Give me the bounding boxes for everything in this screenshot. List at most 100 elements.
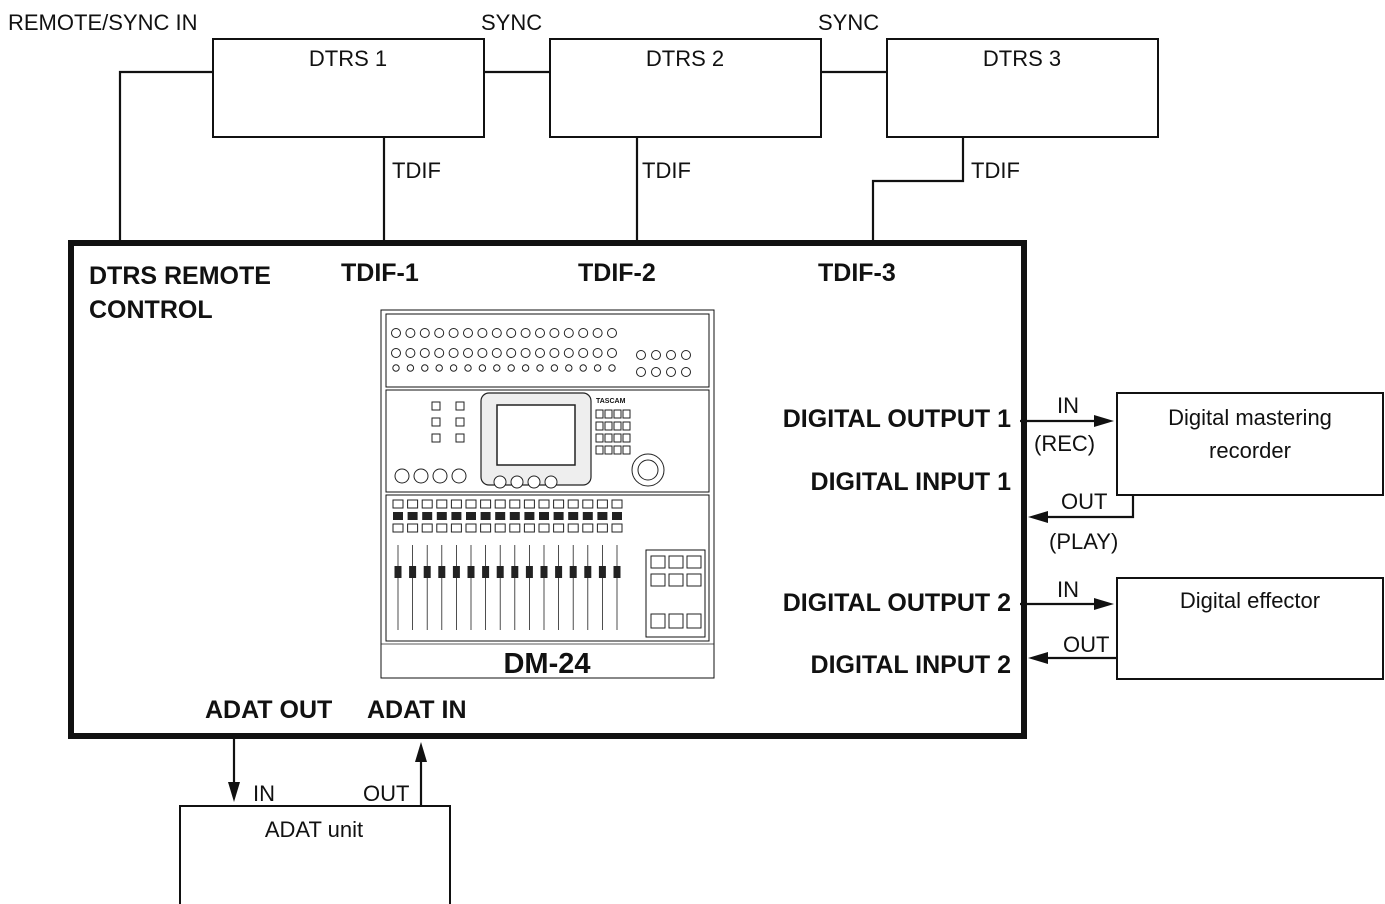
eq-knob	[452, 469, 466, 483]
adat-in-port-label: ADAT IN	[367, 696, 467, 724]
trim-knob	[522, 365, 528, 371]
rec-key	[554, 512, 564, 520]
fader-cap	[438, 566, 445, 578]
output-jack	[637, 368, 646, 377]
sync-label-1: SYNC	[481, 10, 542, 35]
digital-output-2-label: DIGITAL OUTPUT 2	[783, 589, 1011, 617]
xlr-jack	[464, 329, 473, 338]
function-key	[614, 446, 621, 454]
function-key	[596, 446, 603, 454]
play-stop-key	[669, 614, 683, 628]
mute-key	[422, 524, 432, 532]
effector-in-label: IN	[1057, 577, 1079, 602]
section-key	[432, 402, 440, 410]
effector-out-label: OUT	[1063, 632, 1109, 657]
trs-jack	[435, 349, 444, 358]
adat-unit-in-label: IN	[253, 781, 275, 806]
rec-key	[466, 512, 476, 520]
encoder-knob	[511, 476, 523, 488]
mute-key	[539, 524, 549, 532]
brand-mark: TASCAM	[596, 398, 626, 405]
sel-key	[466, 500, 476, 508]
mastering-in-label: IN	[1057, 393, 1079, 418]
function-key	[605, 422, 612, 430]
encoder-knob	[494, 476, 506, 488]
rec-key	[422, 512, 432, 520]
input-strip	[386, 314, 709, 387]
mute-key	[393, 524, 403, 532]
effector-label: Digital effector	[1180, 588, 1320, 613]
section-key	[456, 418, 464, 426]
function-key	[605, 410, 612, 418]
eq-knob	[433, 469, 447, 483]
output-jack	[637, 351, 646, 360]
mute-key	[554, 524, 564, 532]
section-key	[456, 434, 464, 442]
rec-key	[524, 512, 534, 520]
mute-key	[583, 524, 593, 532]
console-model-label: DM-24	[503, 648, 590, 680]
transport-key	[669, 574, 683, 586]
trim-knob	[594, 365, 600, 371]
trs-jack	[507, 349, 516, 358]
output-jack	[682, 368, 691, 377]
tdif-cable-3	[873, 137, 963, 241]
trim-knob	[393, 365, 399, 371]
xlr-jack	[536, 329, 545, 338]
transport-key	[669, 556, 683, 568]
dtrs-remote-label-line1: DTRS REMOTE	[89, 262, 271, 290]
sel-key	[510, 500, 520, 508]
fader-cap	[614, 566, 621, 578]
dtrs3-label: DTRS 3	[983, 46, 1061, 71]
digital-input-2-label: DIGITAL INPUT 2	[811, 651, 1011, 679]
function-key	[614, 422, 621, 430]
sel-key	[495, 500, 505, 508]
mastering-recorder-label-line2: recorder	[1209, 438, 1291, 463]
trs-jack	[478, 349, 487, 358]
dm24-console-illustration: TASCAM DM-24	[381, 310, 714, 680]
trim-knob	[566, 365, 572, 371]
trs-jack	[608, 349, 617, 358]
tdif-label-3: TDIF	[971, 158, 1020, 183]
trim-knob	[436, 365, 442, 371]
rec-key	[539, 512, 549, 520]
mute-key	[612, 524, 622, 532]
trs-jack	[521, 349, 530, 358]
xlr-jack	[564, 329, 573, 338]
trim-knob	[465, 365, 471, 371]
fader-cap	[541, 566, 548, 578]
digital-in-2-arrowhead	[1028, 652, 1048, 664]
transport-key	[687, 556, 701, 568]
mute-key	[510, 524, 520, 532]
trim-knob	[580, 365, 586, 371]
function-key	[623, 446, 630, 454]
tdif1-port-label: TDIF-1	[341, 259, 419, 287]
digital-in-1-arrowhead	[1028, 511, 1048, 523]
rec-key	[495, 512, 505, 520]
play-stop-key	[687, 614, 701, 628]
fader-cap	[497, 566, 504, 578]
trim-knob	[479, 365, 485, 371]
rec-key	[393, 512, 403, 520]
adat-unit-label: ADAT unit	[265, 817, 363, 842]
trim-knob	[537, 365, 543, 371]
sel-key	[451, 500, 461, 508]
function-key	[614, 434, 621, 442]
rec-key	[612, 512, 622, 520]
transport-key	[651, 574, 665, 586]
output-jack	[652, 368, 661, 377]
dtrs-remote-label-line2: CONTROL	[89, 296, 213, 324]
fader-cap	[511, 566, 518, 578]
mute-key	[524, 524, 534, 532]
sel-key	[408, 500, 418, 508]
xlr-jack	[593, 329, 602, 338]
xlr-jack	[521, 329, 530, 338]
tdif2-port-label: TDIF-2	[578, 259, 656, 287]
rec-key	[568, 512, 578, 520]
sel-key	[568, 500, 578, 508]
trim-knob	[494, 365, 500, 371]
function-key	[596, 422, 603, 430]
mute-key	[451, 524, 461, 532]
adat-out-arrowhead	[228, 782, 240, 802]
trim-knob	[551, 365, 557, 371]
